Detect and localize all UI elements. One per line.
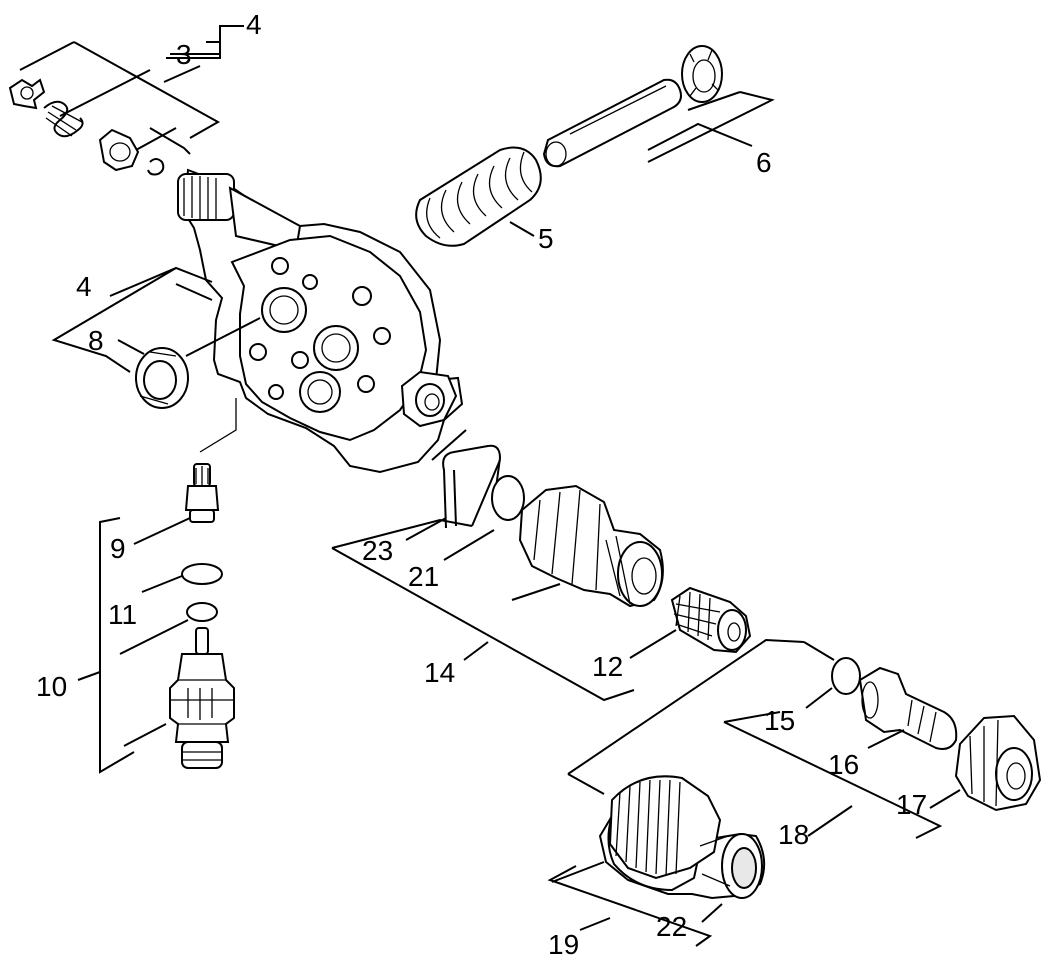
outlet-connector-part: [518, 484, 664, 608]
hose-coupling-part: [598, 775, 766, 900]
oring-15-part: [831, 657, 861, 695]
piston-rod-part: [542, 78, 682, 168]
retaining-clip-part: [8, 78, 46, 110]
callout-8: 8: [88, 325, 104, 356]
oring-21-part: [491, 475, 525, 521]
callout-4-top: 4: [246, 9, 262, 40]
callout-16: 16: [828, 749, 859, 780]
callout-19: 19: [548, 929, 579, 960]
callout-11: 11: [108, 599, 137, 630]
retaining-clip-23-part: [442, 444, 502, 529]
callout-3: 3: [176, 39, 192, 70]
oring-small-part: [186, 602, 218, 622]
callout-6: 6: [756, 147, 772, 178]
callout-labels: 3 4 5 6 4 8 9 11 10 23 21 14 12 15 16 17…: [36, 9, 927, 960]
seal-ring-part: [135, 347, 189, 409]
filter-part: [670, 586, 752, 654]
callout-15: 15: [764, 705, 795, 736]
leader-lines: [19, 25, 961, 947]
valve-cartridge-part: [169, 627, 235, 769]
callout-23: 23: [362, 535, 393, 566]
callout-10: 10: [36, 671, 67, 702]
small-valve-part: [184, 463, 220, 523]
valve-seat-part: [98, 128, 140, 172]
callout-9: 9: [110, 533, 126, 564]
piston-spring-part: [415, 146, 542, 247]
valve-oring-part: [147, 158, 165, 176]
hose-nipple-part: [858, 666, 958, 750]
callout-12: 12: [592, 651, 623, 682]
callout-22: 22: [656, 911, 687, 942]
valve-spring-part: [43, 100, 84, 138]
union-nut-part: [954, 714, 1042, 812]
callout-5: 5: [538, 223, 554, 254]
callout-14: 14: [424, 657, 455, 688]
callout-4-left: 4: [76, 271, 92, 302]
callout-18: 18: [778, 819, 809, 850]
callout-21: 21: [408, 561, 439, 592]
oring-large-part: [181, 563, 223, 585]
callout-17: 17: [896, 789, 927, 820]
piston-washer-part: [681, 45, 723, 103]
pump-head-housing: [177, 168, 464, 474]
